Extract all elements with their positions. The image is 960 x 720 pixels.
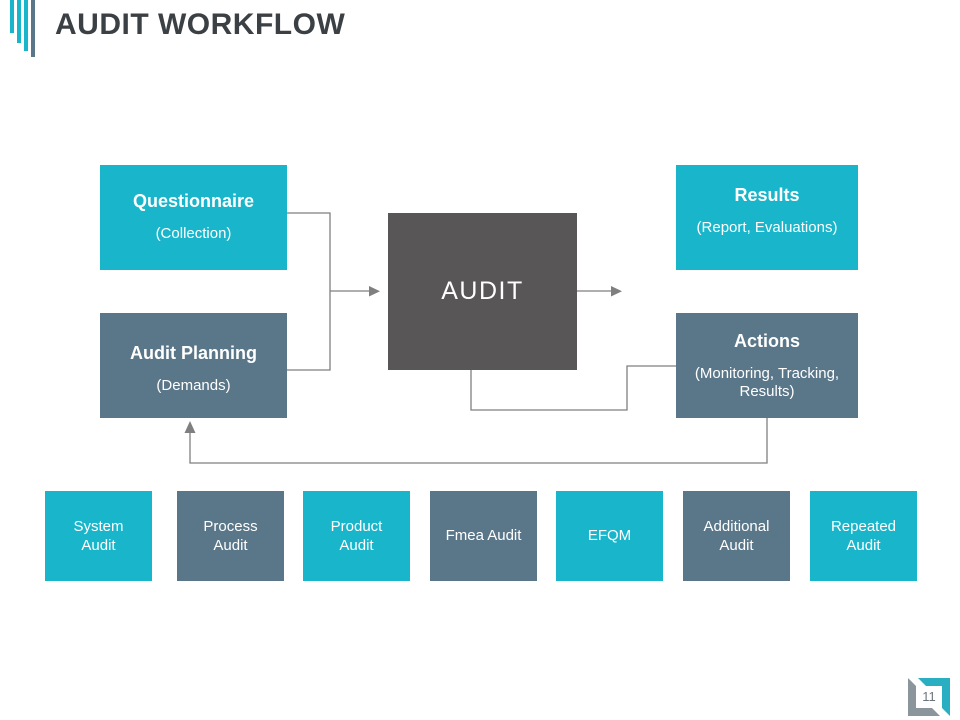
audit-type-box-repeated: Repeated Audit	[810, 491, 917, 581]
audit-type-label: System Audit	[73, 517, 124, 555]
arrowhead-into-audit	[369, 286, 380, 297]
title-bar-3	[24, 0, 28, 51]
box-results: Results (Report, Evaluations)	[676, 165, 858, 270]
audit-type-label: Additional Audit	[703, 517, 770, 555]
audit-type-box-fmea: Fmea Audit	[430, 491, 537, 581]
title-bar-1	[10, 0, 14, 33]
box-audit-planning-sublabel: (Demands)	[156, 376, 231, 394]
title-bars-icon	[0, 0, 40, 60]
audit-type-box-product: Product Audit	[303, 491, 410, 581]
connector-audit-to-actions	[470, 365, 676, 411]
audit-type-label: Product Audit	[330, 517, 383, 555]
arrowhead-feedback-up	[184, 421, 196, 433]
box-questionnaire: Questionnaire (Collection)	[100, 165, 287, 270]
box-actions-sublabel: (Monitoring, Tracking, Results)	[694, 364, 840, 401]
box-results-label: Results	[734, 185, 800, 205]
audit-type-label: Fmea Audit	[445, 527, 522, 545]
title-bar-4	[31, 0, 35, 57]
connector-feedback-loop	[189, 418, 768, 464]
box-actions-label: Actions	[733, 331, 800, 351]
arrowhead-to-outputs	[611, 286, 622, 297]
box-actions: Actions (Monitoring, Tracking, Results)	[676, 313, 858, 418]
box-questionnaire-label: Questionnaire	[132, 191, 255, 211]
audit-type-label: Process Audit	[203, 517, 258, 555]
audit-type-box-process: Process Audit	[177, 491, 284, 581]
box-audit-planning-label: Audit Planning	[130, 343, 257, 363]
connector-inputs-join	[287, 212, 331, 371]
box-questionnaire-sublabel: (Collection)	[155, 224, 232, 242]
audit-type-box-additional: Additional Audit	[683, 491, 790, 581]
box-audit-center: AUDIT	[388, 213, 577, 370]
box-audit-center-label: AUDIT	[441, 277, 524, 305]
page-number-badge: 11	[908, 677, 950, 717]
audit-type-label: EFQM	[587, 527, 632, 545]
page-number: 11	[922, 689, 936, 704]
title-bar-2	[17, 0, 21, 43]
page-title: AUDIT WORKFLOW	[55, 8, 346, 41]
audit-type-label: Repeated Audit	[830, 517, 897, 555]
box-results-sublabel: (Report, Evaluations)	[696, 218, 838, 236]
audit-type-box-efqm: EFQM	[556, 491, 663, 581]
audit-type-box-system: System Audit	[45, 491, 152, 581]
page-badge-frame-icon	[908, 678, 950, 716]
box-audit-planning: Audit Planning (Demands)	[100, 313, 287, 418]
